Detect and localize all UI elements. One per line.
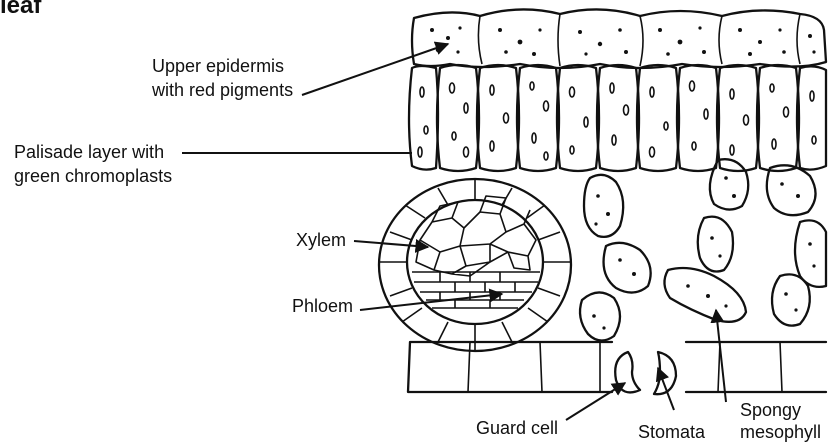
xylem-label: Xylem [296,230,346,251]
xylem-tissue [416,196,536,276]
guard-cell-label: Guard cell [476,418,558,439]
spongy-mesophyll-cells [580,159,826,340]
spongy-mesophyll-label-line1: Spongy [740,400,801,421]
upper-epidermis-label-line1: Upper epidermis [152,56,284,77]
upper-epidermis [412,9,826,68]
xylem-pointer [354,241,428,247]
palisade-label-line1: Palisade layer with [14,142,164,163]
guard-cells [615,352,676,394]
spongy-mesophyll-label-line2: mesophyll [740,422,821,443]
phloem-label: Phloem [292,296,353,317]
stomata-label: Stomata [638,422,705,443]
upper-epidermis-label-line2: with red pigments [152,80,293,101]
guard-cell-pointer [566,383,625,420]
upper-epidermis-pointer [302,44,448,95]
palisade-label-line2: green chromoplasts [14,166,172,187]
diagram-title: leaf [0,0,41,16]
palisade-layer [409,65,826,171]
